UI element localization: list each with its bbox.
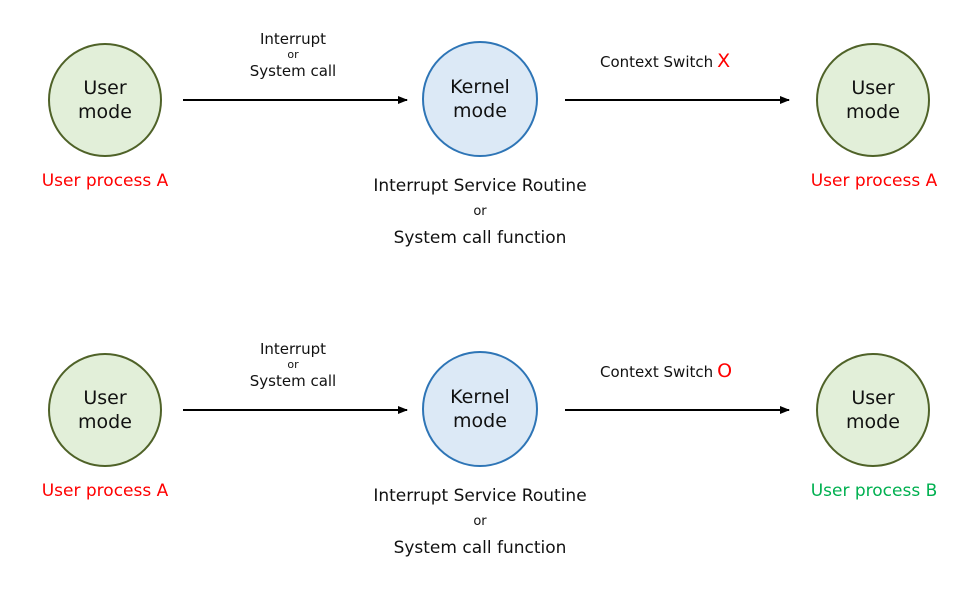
right-process-label: User process A [810,171,938,191]
arrows-layer [183,406,790,414]
node-label-line2: mode [846,411,900,433]
node-label-line2: mode [846,101,900,123]
user-mode-node-right: User mode [816,353,930,467]
handler-or: or [473,514,487,529]
context-switch-text: Context Switch [600,53,714,71]
node-label-line2: mode [453,410,507,432]
handler-or: or [473,204,487,219]
trigger-or: or [287,358,299,371]
left-process-label: User process A [41,481,169,501]
user-mode-node-left: User mode [48,43,162,157]
node-label-line1: Kernel [450,386,510,408]
handler-label: Interrupt Service Routine or System call… [330,175,630,249]
context-switch-mark: O [717,360,733,382]
context-switch-text: Context Switch [600,363,714,381]
node-label-line1: User [851,387,895,409]
context-switch-mark: X [717,50,731,72]
kernel-mode-node: Kernel mode [422,41,538,157]
handler-label: Interrupt Service Routine or System call… [330,485,630,559]
handler-line1: Interrupt Service Routine [373,176,587,196]
handler-line1: Interrupt Service Routine [373,486,587,506]
diagram-no-context-switch: User mode Kernel mode User mode Interrup… [0,0,972,260]
trigger-line2: System call [249,62,337,80]
node-label-line2: mode [78,411,132,433]
trigger-label: Interrupt or System call [233,340,353,390]
trigger-line1: Interrupt [259,30,327,48]
left-process-label: User process A [41,171,169,191]
kernel-mode-node: Kernel mode [422,351,538,467]
node-label-line1: Kernel [450,76,510,98]
diagram-with-context-switch: User mode Kernel mode User mode Interrup… [0,310,972,570]
handler-line2: System call function [393,538,567,558]
node-label-line2: mode [453,100,507,122]
trigger-line2: System call [249,372,337,390]
trigger-label: Interrupt or System call [233,30,353,80]
user-mode-node-left: User mode [48,353,162,467]
arrows-layer [183,96,790,104]
node-label-line1: User [83,387,127,409]
user-mode-node-right: User mode [816,43,930,157]
trigger-line1: Interrupt [259,340,327,358]
node-label-line1: User [851,77,895,99]
handler-line2: System call function [393,228,567,248]
right-process-label: User process B [810,481,938,501]
node-label-line1: User [83,77,127,99]
trigger-or: or [287,48,299,61]
node-label-line2: mode [78,101,132,123]
